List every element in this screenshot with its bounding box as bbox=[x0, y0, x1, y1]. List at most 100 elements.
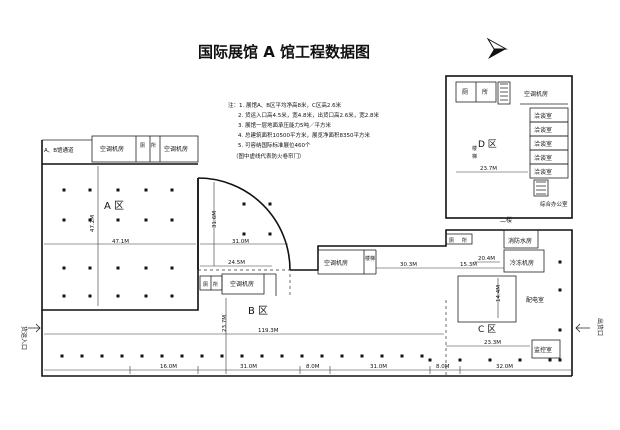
stair-right: 楼梯 bbox=[365, 255, 375, 262]
column-35 bbox=[280, 354, 284, 358]
ac-room-4: 空调机房 bbox=[230, 280, 254, 288]
dim-b-top: 24.5M bbox=[228, 260, 245, 266]
column-19 bbox=[170, 294, 174, 298]
entry-left-label: 货运入口 bbox=[20, 326, 28, 350]
control-room: 监控室 bbox=[534, 346, 552, 354]
column-41 bbox=[400, 354, 404, 358]
dim-b-height: 23.7M bbox=[222, 315, 228, 332]
column-30 bbox=[180, 354, 184, 358]
column-25 bbox=[80, 354, 84, 358]
column-29 bbox=[160, 354, 164, 358]
column-40 bbox=[380, 354, 384, 358]
column-23 bbox=[268, 232, 272, 236]
column-42 bbox=[420, 354, 424, 358]
column-11 bbox=[116, 294, 120, 298]
meeting-room-5: 洽谈室 bbox=[534, 168, 552, 176]
dim-a-height: 47.2M bbox=[90, 215, 96, 232]
dim-bottom-4: 31.0M bbox=[370, 364, 387, 370]
d-wc: 厕 bbox=[462, 89, 468, 96]
column-15 bbox=[144, 294, 148, 298]
b-zone-label: B 区 bbox=[248, 305, 268, 317]
cold-room: 冷冻机房 bbox=[510, 259, 534, 267]
column-47 bbox=[548, 358, 552, 362]
column-34 bbox=[260, 354, 264, 358]
d-ac-room: 空调机房 bbox=[524, 90, 548, 98]
column-46 bbox=[518, 358, 522, 362]
dim-bottom-2: 31.0M bbox=[240, 364, 257, 370]
exit-right-arrow-icon bbox=[575, 323, 590, 333]
main-building: A、B馆通道 空调机房 厕 所 空调机房 A 区 47.2M 47.1M 31.… bbox=[20, 135, 604, 377]
power-room: 配电室 bbox=[526, 296, 544, 304]
column-2 bbox=[62, 266, 66, 270]
column-0 bbox=[62, 188, 66, 192]
column-3 bbox=[62, 294, 66, 298]
ac-room-2: 空调机房 bbox=[164, 145, 188, 153]
dim-d-width: 23.7M bbox=[480, 166, 497, 172]
dim-right-30: 30.3M bbox=[400, 262, 417, 268]
column-48 bbox=[558, 260, 562, 264]
ac-room-3: 空调机房 bbox=[324, 259, 348, 267]
column-28 bbox=[140, 354, 144, 358]
column-1 bbox=[62, 218, 66, 222]
column-8 bbox=[116, 188, 120, 192]
north-arrow-icon bbox=[486, 37, 508, 59]
column-31 bbox=[200, 354, 204, 358]
column-16 bbox=[170, 188, 174, 192]
column-39 bbox=[360, 354, 364, 358]
dim-mid-width: 31.0M bbox=[232, 239, 249, 245]
column-27 bbox=[120, 354, 124, 358]
column-26 bbox=[100, 354, 104, 358]
d-suo: 所 bbox=[482, 88, 488, 96]
dim-bottom-5: 8.0M bbox=[436, 364, 450, 370]
b-suo: 所 bbox=[213, 281, 218, 288]
bottom-dimension-chain: 16.0M 31.0M 8.0M 31.0M 8.0M 32.0M bbox=[44, 364, 572, 374]
meeting-rooms: 洽谈室 洽谈室 洽谈室 洽谈室 洽谈室 bbox=[529, 107, 569, 179]
fire-pump-room: 消防水房 bbox=[508, 237, 532, 245]
column-51 bbox=[558, 358, 562, 362]
structural-columns bbox=[60, 188, 562, 362]
column-21 bbox=[242, 232, 246, 236]
column-17 bbox=[170, 218, 174, 222]
column-12 bbox=[144, 188, 148, 192]
dim-c-15: 15.3M bbox=[460, 262, 477, 268]
column-20 bbox=[242, 202, 246, 206]
column-32 bbox=[220, 354, 224, 358]
c-suo: 所 bbox=[462, 237, 467, 244]
entry-left-arrow-icon bbox=[28, 323, 41, 333]
a-zone-label: A 区 bbox=[104, 200, 124, 212]
meeting-room-2: 洽谈室 bbox=[534, 126, 552, 134]
c-zone-label: C 区 bbox=[478, 324, 496, 335]
note-3: 3. 展馆一层地面承压能力5吨／平方米 bbox=[238, 121, 331, 129]
dim-b-width: 119.3M bbox=[258, 328, 279, 334]
d-stair-lou: 楼 bbox=[472, 145, 477, 152]
column-50 bbox=[558, 328, 562, 332]
column-33 bbox=[240, 354, 244, 358]
column-14 bbox=[144, 266, 148, 270]
meeting-room-4: 洽谈室 bbox=[534, 154, 552, 162]
d-stair-ti: 梯 bbox=[472, 153, 477, 160]
column-4 bbox=[88, 188, 92, 192]
dim-c-width: 23.3M bbox=[484, 340, 501, 346]
note-6: （图中虚线代表防火卷帘门） bbox=[233, 152, 305, 160]
column-37 bbox=[320, 354, 324, 358]
column-6 bbox=[88, 266, 92, 270]
column-44 bbox=[458, 358, 462, 362]
ac-room-1: 空调机房 bbox=[100, 145, 124, 153]
dim-mid-height: 31.6M bbox=[212, 211, 218, 228]
note-2: 2. 货运入口高4.5米，宽4.8米，出货口高2.6米，宽2.8米 bbox=[238, 111, 379, 119]
column-22 bbox=[268, 202, 272, 206]
column-5 bbox=[88, 218, 92, 222]
column-10 bbox=[116, 266, 120, 270]
column-45 bbox=[488, 358, 492, 362]
exit-right-label: 出货口 bbox=[596, 318, 604, 336]
dim-bottom-1: 16.0M bbox=[160, 364, 177, 370]
dim-c-20: 20.4M bbox=[478, 256, 495, 262]
d-building: 厕 所 空调机房 洽谈室 洽谈室 洽谈室 洽谈室 洽谈室 D 区 楼 梯 23.… bbox=[445, 75, 573, 224]
column-9 bbox=[116, 218, 120, 222]
notes: 注：1. 展馆A、B区平均净高8米，C区高2.6米 2. 货运入口高4.5米，宽… bbox=[228, 101, 379, 160]
meeting-room-1: 洽谈室 bbox=[534, 112, 552, 120]
column-43 bbox=[428, 358, 432, 362]
column-49 bbox=[558, 288, 562, 292]
dim-bottom-3: 8.0M bbox=[306, 364, 320, 370]
